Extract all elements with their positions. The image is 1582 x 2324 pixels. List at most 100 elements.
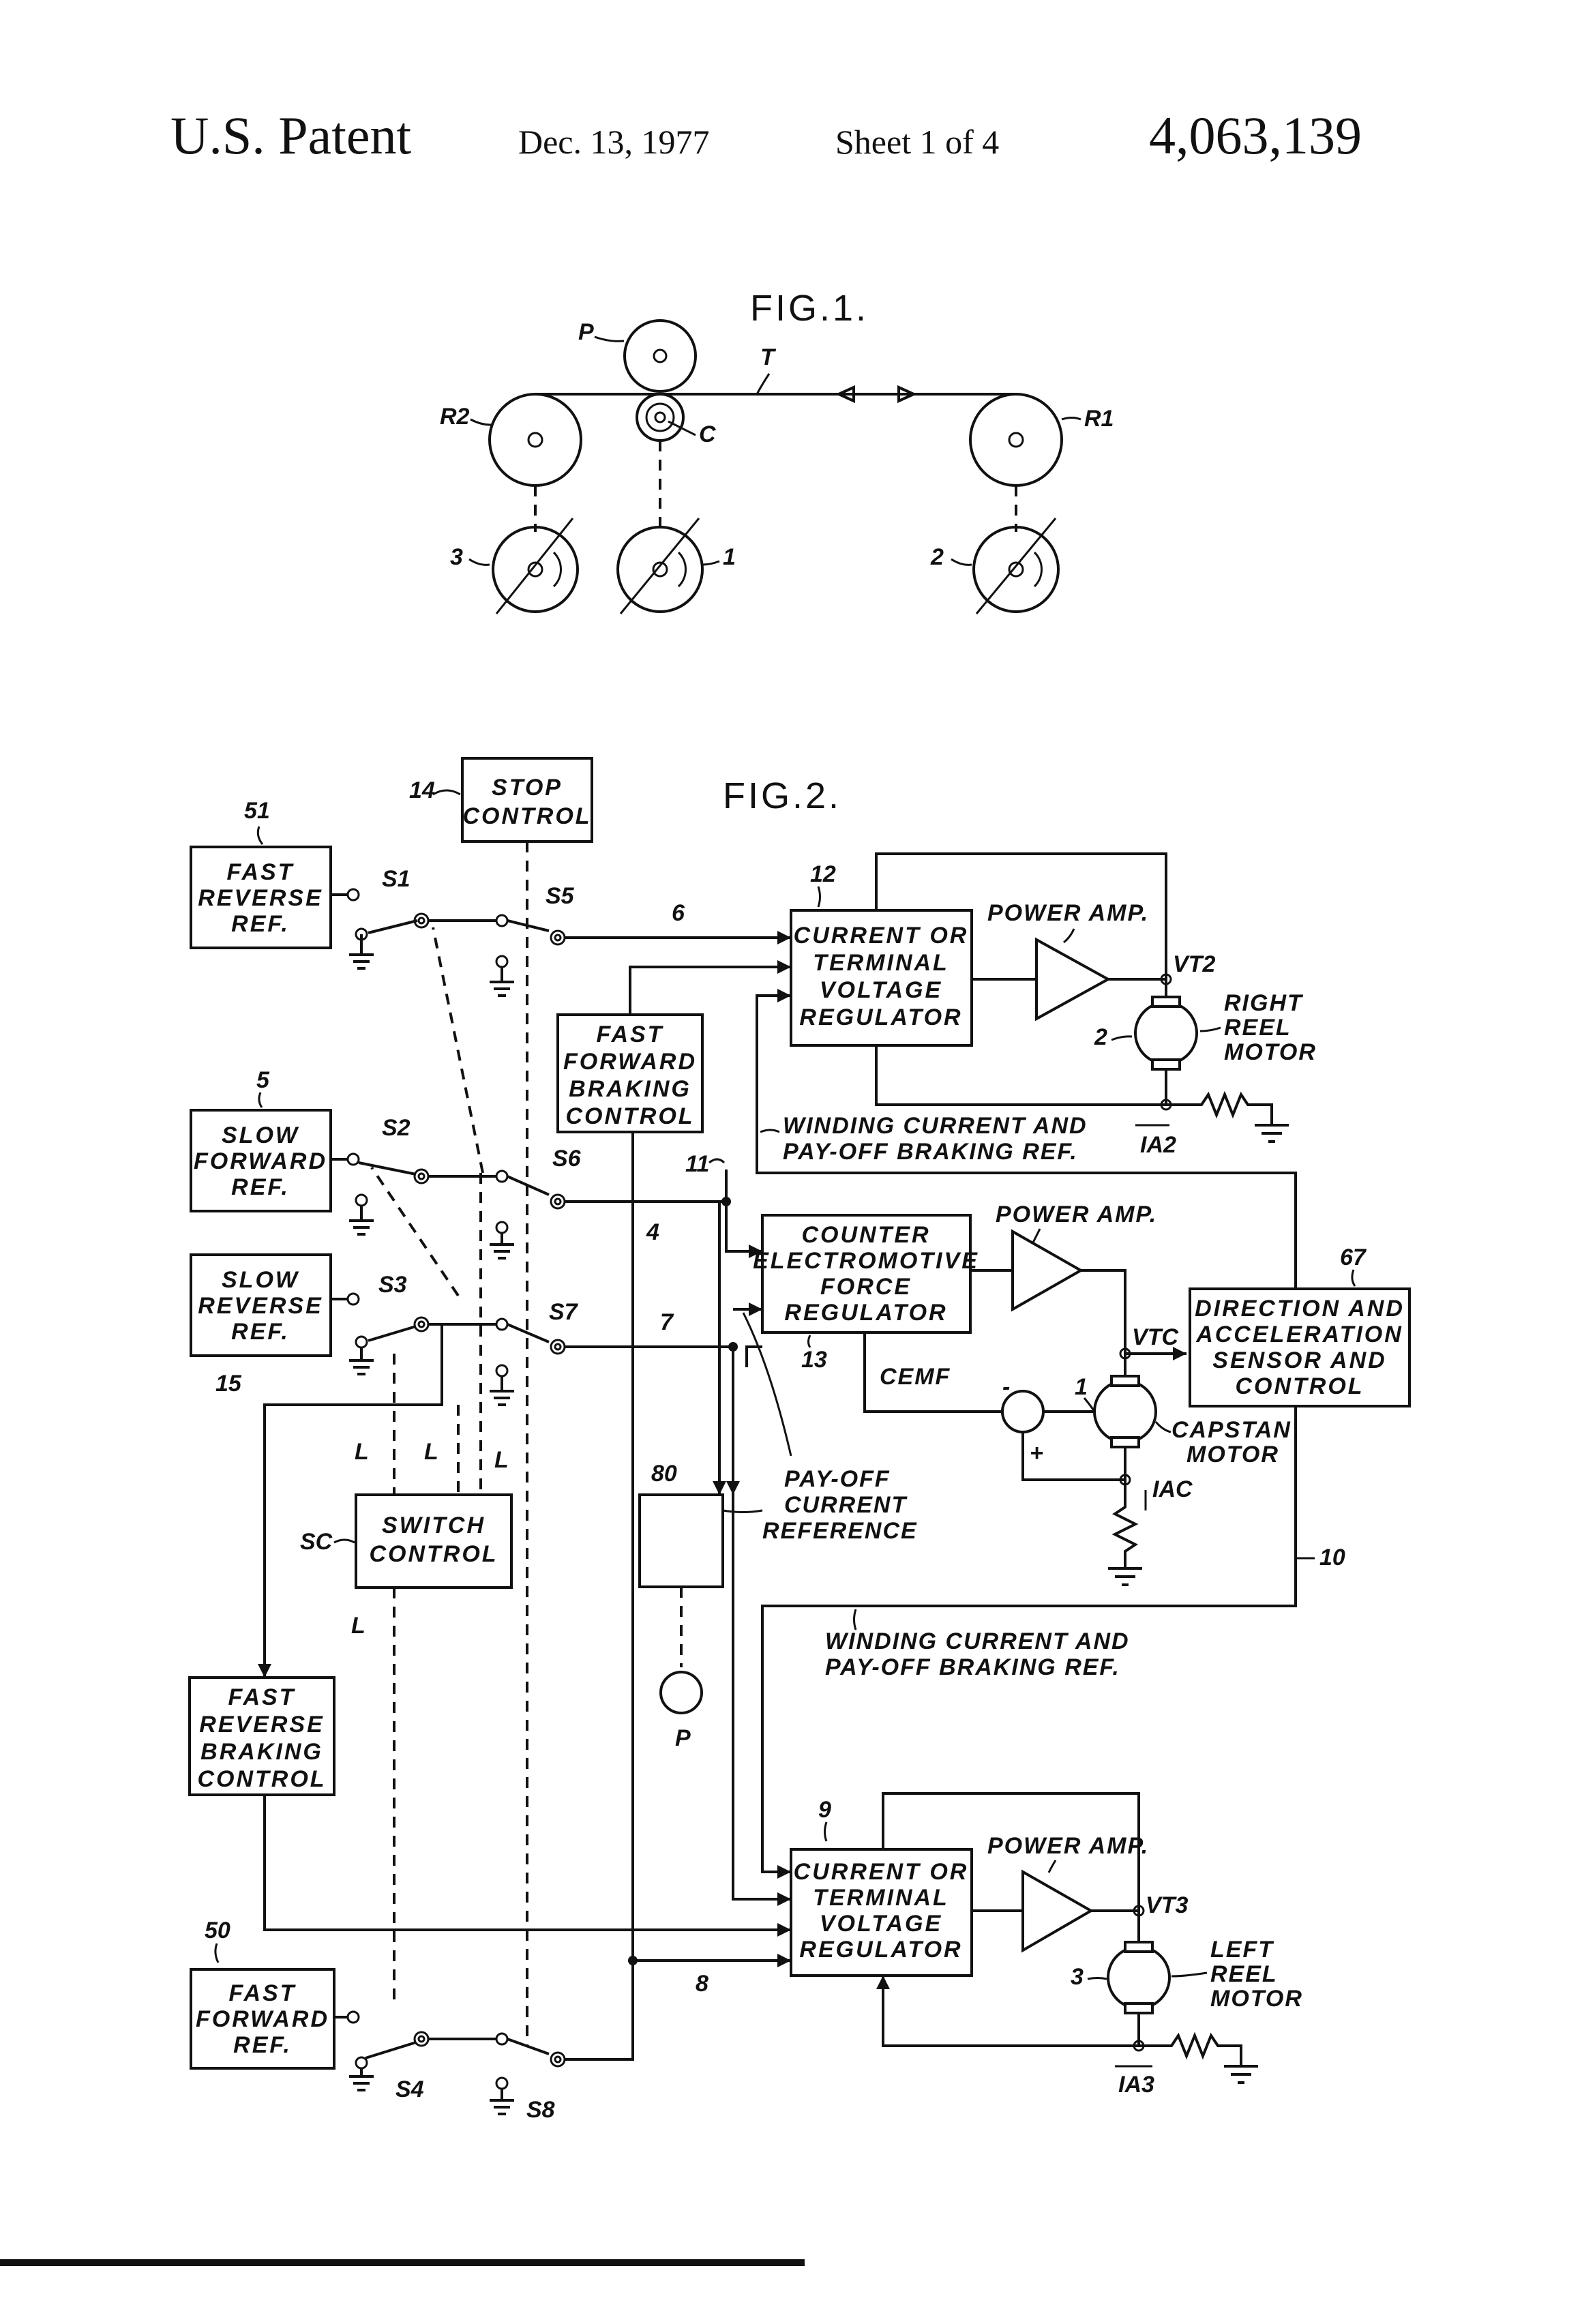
frr-text-3: REF. (231, 911, 290, 937)
patent-label: U.S. Patent (170, 106, 412, 165)
label-motor-3: 3 (450, 544, 463, 570)
reg9-text-3: VOLTAGE (820, 1911, 942, 1937)
block-80 (638, 1493, 724, 1588)
label-sc: SC (300, 1529, 333, 1555)
capstan-motor-label-1: CAPSTAN (1171, 1417, 1292, 1443)
label-15: 15 (215, 1371, 242, 1397)
reg12-text-3: VOLTAGE (820, 977, 942, 1003)
label-6: 6 (672, 900, 685, 926)
reg9-text-1: CURRENT OR (794, 1859, 969, 1885)
capstan (636, 393, 685, 442)
label-vt2: VT2 (1173, 951, 1215, 977)
label-10: 10 (1319, 1545, 1345, 1570)
left-reel-motor-label-3: MOTOR (1210, 1986, 1303, 2012)
power-amp-label-2: POWER AMP. (996, 1202, 1157, 1227)
right-reel-motor-label-1: RIGHT (1224, 990, 1304, 1016)
motor-3 (492, 518, 579, 614)
label-11: 11 (685, 1151, 709, 1177)
label-ia2: IA2 (1140, 1132, 1176, 1158)
capstan-motor-label-2: MOTOR (1186, 1442, 1279, 1468)
label-9: 9 (818, 1797, 831, 1823)
label-motor-1-fig2: 1 (1075, 1374, 1088, 1400)
fig2-title: FIG.2. (723, 775, 841, 816)
figure-2: FIG.2. STOP CONTROL 14 FAST REVERSE REF.… (188, 757, 1411, 2123)
payoff-ref-line-2: CURRENT (784, 1492, 908, 1518)
frb-text-2: REVERSE (199, 1712, 325, 1738)
reg12-text-1: CURRENT OR (794, 923, 969, 949)
srr-text-3: REF. (231, 1319, 290, 1345)
dir-text-2: ACCELERATION (1195, 1322, 1403, 1347)
label-s1: S1 (382, 866, 411, 892)
winding-ref-1-line-1: WINDING CURRENT AND (783, 1113, 1088, 1139)
ffb-text-2: FORWARD (563, 1049, 697, 1075)
label-50: 50 (205, 1918, 230, 1943)
label-ia3: IA3 (1118, 2072, 1154, 2098)
dir-text-4: CONTROL (1235, 1373, 1364, 1399)
left-reel-motor-label-2: REEL (1210, 1961, 1278, 1987)
sfr-text-2: FORWARD (194, 1148, 327, 1174)
label-5: 5 (256, 1067, 270, 1093)
left-reel-motor-label-1: LEFT (1210, 1937, 1274, 1963)
label-80: 80 (651, 1461, 677, 1487)
sheet-number: Sheet 1 of 4 (835, 123, 999, 161)
left-reel-motor (1107, 1946, 1171, 2010)
label-t: T (760, 344, 777, 370)
ffr-text-2: FORWARD (196, 2006, 329, 2032)
label-motor-1: 1 (723, 544, 736, 570)
dir-text-1: DIRECTION AND (1195, 1296, 1405, 1322)
fast-forward-ref-block (190, 1968, 335, 2070)
label-12: 12 (810, 861, 836, 887)
label-s2: S2 (382, 1115, 411, 1141)
frr-text-2: REVERSE (198, 885, 323, 911)
patent-number: 4,063,139 (1149, 106, 1362, 165)
srr-text-1: SLOW (222, 1267, 299, 1293)
label-s7: S7 (549, 1299, 579, 1325)
pulse-source-p (659, 1671, 703, 1714)
label-s6: S6 (552, 1146, 582, 1172)
reel-r2 (488, 393, 582, 487)
frr-text-1: FAST (227, 859, 295, 885)
stop-control-text-1: STOP (492, 775, 563, 801)
label-p-fig2: P (675, 1725, 691, 1751)
ffr-text-3: REF. (233, 2032, 292, 2058)
ffb-text-3: BRAKING (569, 1076, 691, 1102)
sc-text-2: CONTROL (369, 1541, 498, 1567)
ffr-text-1: FAST (229, 1980, 297, 2006)
reel-r1 (969, 393, 1063, 487)
label-vtc: VTC (1132, 1324, 1178, 1350)
label-l-1: L (355, 1439, 369, 1465)
regulator-9-block (790, 1848, 973, 1977)
label-13: 13 (801, 1347, 827, 1373)
ffb-text-4: CONTROL (565, 1103, 694, 1129)
label-14: 14 (409, 777, 435, 803)
power-amp-capstan (1011, 1229, 1084, 1312)
power-amp-left (1021, 1869, 1094, 1953)
motor-2 (972, 518, 1060, 614)
patent-date: Dec. 13, 1977 (518, 123, 710, 161)
fast-forward-braking-block (556, 1013, 704, 1133)
label-minus: - (1002, 1374, 1010, 1400)
label-s5: S5 (546, 883, 575, 909)
direction-sensor-block (1189, 1287, 1411, 1407)
srr-text-2: REVERSE (198, 1293, 323, 1319)
label-l-2: L (424, 1439, 438, 1465)
reg9-text-4: REGULATOR (799, 1937, 962, 1963)
label-7: 7 (660, 1309, 674, 1335)
label-cemf: CEMF (880, 1364, 951, 1390)
switch-control-block (355, 1493, 513, 1589)
label-p: P (578, 319, 594, 345)
label-motor-3-fig2: 3 (1071, 1964, 1084, 1990)
fast-reverse-braking-block (188, 1676, 335, 1796)
cemf-text-1: COUNTER (801, 1222, 930, 1248)
winding-ref-2-line-1: WINDING CURRENT AND (825, 1628, 1130, 1654)
label-r2: R2 (440, 404, 470, 430)
payoff-ref-line-1: PAY-OFF (784, 1466, 891, 1492)
label-l-3: L (494, 1447, 509, 1473)
pinch-roller (623, 319, 697, 393)
label-4: 4 (646, 1219, 659, 1245)
ffb-text-1: FAST (597, 1022, 664, 1047)
label-vt3: VT3 (1146, 1892, 1188, 1918)
label-c: C (699, 421, 716, 447)
label-s3: S3 (378, 1272, 407, 1298)
